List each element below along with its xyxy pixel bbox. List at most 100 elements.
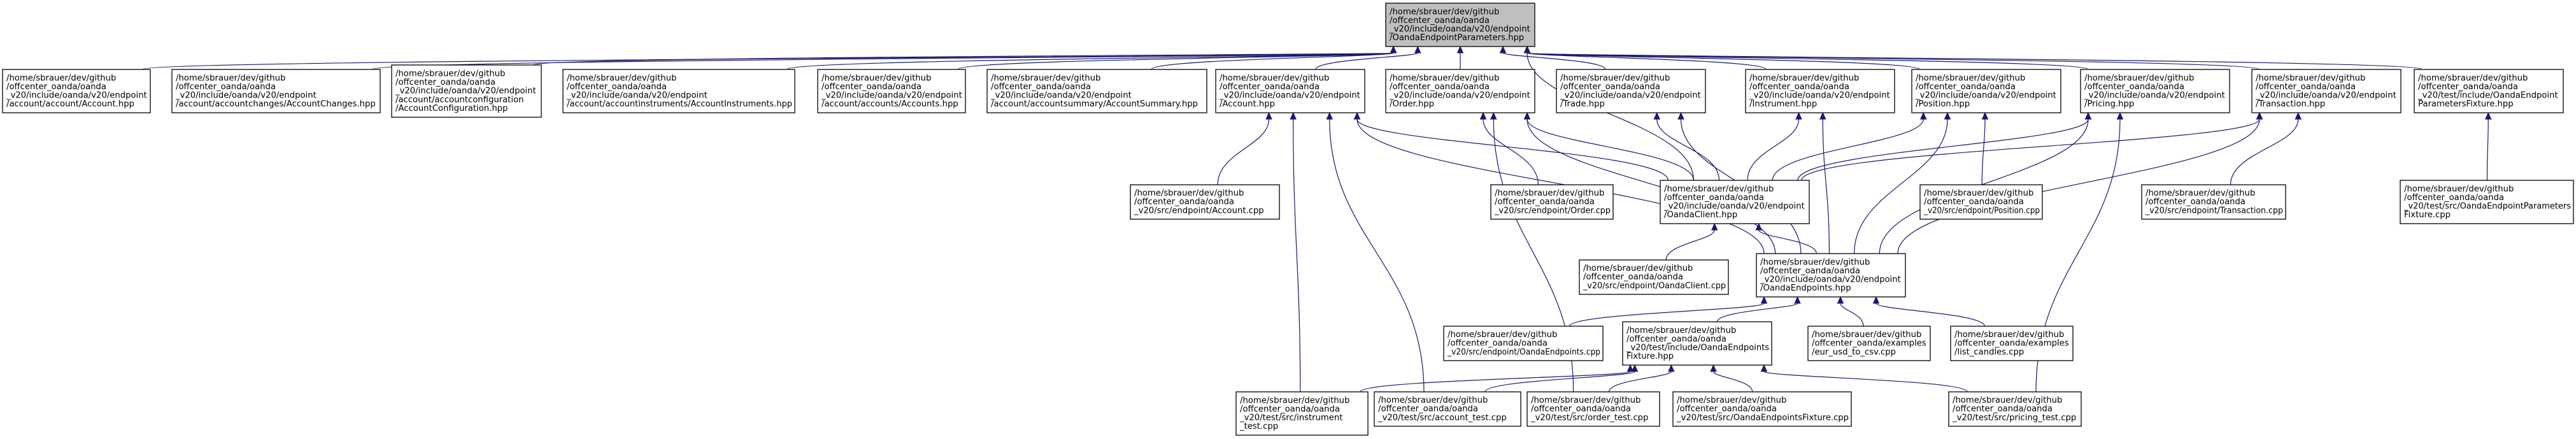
node-oandaclient-cpp[interactable]: /home/sbrauer/dev/github/offcenter_oanda… [1579, 259, 1729, 295]
node-label-line: _v20/src/endpoint/OandaEndpoints.cpp [1447, 347, 1600, 357]
node-order-hpp[interactable]: /home/sbrauer/dev/github/offcenter_oanda… [1385, 69, 1535, 113]
node-box[interactable] [2080, 69, 2230, 113]
node-box[interactable] [1919, 184, 2043, 220]
node-instrument-hpp[interactable]: /home/sbrauer/dev/github/offcenter_oanda… [1745, 69, 1895, 113]
edge-arrowhead [1981, 112, 1989, 120]
node-transaction-cpp[interactable]: /home/sbrauer/dev/github/offcenter_oanda… [2141, 184, 2286, 220]
node-box[interactable] [1385, 69, 1535, 113]
node-box[interactable] [562, 69, 795, 113]
node-label-line: /account/accountchanges/AccountChanges.h… [176, 99, 376, 109]
node-box[interactable] [1622, 321, 1772, 366]
node-box[interactable] [1950, 326, 2074, 361]
node-label-line: /offcenter_oanda/oanda [1953, 405, 2053, 414]
node-label-line: _v20/src/endpoint/OandaClient.cpp [1583, 281, 1726, 291]
node-box[interactable] [2141, 184, 2286, 220]
node-box[interactable] [1235, 391, 1369, 436]
node-accountinstruments-hpp[interactable]: /home/sbrauer/dev/github/offcenter_oanda… [562, 69, 795, 113]
dependency-edge [1315, 52, 1418, 70]
node-endpointparametersfixture-hpp[interactable]: /home/sbrauer/dev/github/offcenter_oanda… [2414, 69, 2564, 113]
node-label-line: /offcenter_oanda/oanda [1560, 82, 1660, 92]
node-label-line: /offcenter_oanda/oanda [1916, 82, 2016, 92]
node-box[interactable] [1660, 180, 1810, 224]
node-box[interactable] [2, 69, 151, 113]
node-box[interactable] [1490, 184, 1614, 220]
node-box[interactable] [1526, 391, 1660, 427]
node-box[interactable] [1556, 69, 1706, 113]
node-box[interactable] [1756, 253, 1906, 298]
node-list-candles-cpp[interactable]: /home/sbrauer/dev/github/offcenter_oanda… [1950, 326, 2074, 361]
node-box[interactable] [1911, 69, 2061, 113]
node-account-hpp[interactable]: /home/sbrauer/dev/github/offcenter_oanda… [1215, 69, 1365, 113]
node-eur-usd-to-csv-cpp[interactable]: /home/sbrauer/dev/github/offcenter_oanda… [1807, 326, 1931, 361]
node-accountsummary-hpp[interactable]: /home/sbrauer/dev/github/offcenter_oanda… [986, 69, 1207, 113]
nodes-layer: /home/sbrauer/dev/github/offcenter_oanda… [2, 3, 2574, 436]
node-box[interactable] [2414, 69, 2564, 113]
node-label-line: /offcenter_oanda/examples [1812, 339, 1926, 349]
dependency-edge [1840, 303, 1864, 327]
node-label-line: /offcenter_oanda/oanda [1390, 82, 1490, 92]
node-box[interactable] [171, 69, 381, 113]
node-box[interactable] [1215, 69, 1365, 113]
node-label-line: /offcenter_oanda/examples [1954, 339, 2069, 349]
node-position-hpp[interactable]: /home/sbrauer/dev/github/offcenter_oanda… [1911, 69, 2061, 113]
node-oandaendpoints-cpp[interactable]: /home/sbrauer/dev/github/offcenter_oanda… [1443, 326, 1604, 361]
node-label-line: _v20/include/oanda/v20/endpoint [1560, 91, 1701, 101]
node-box[interactable] [391, 64, 542, 118]
node-root[interactable]: /home/sbrauer/dev/github/offcenter_oanda… [1385, 3, 1535, 47]
dependency-edge [1801, 119, 2260, 181]
node-box[interactable] [986, 69, 1207, 113]
node-box[interactable] [1948, 391, 2082, 427]
dependency-edge [1502, 52, 1606, 70]
node-order-cpp[interactable]: /home/sbrauer/dev/github/offcenter_oanda… [1490, 184, 1614, 220]
node-label-line: /home/sbrauer/dev/github [1664, 184, 1774, 194]
edge-arrowhead [1795, 112, 1802, 120]
node-accountconfiguration-hpp[interactable]: /home/sbrauer/dev/github/offcenter_oanda… [391, 64, 542, 118]
node-oandaendpoints-hpp[interactable]: /home/sbrauer/dev/github/offcenter_oanda… [1756, 253, 1906, 298]
node-oandaendpointsfixture-cpp[interactable]: /home/sbrauer/dev/github/offcenter_oanda… [1672, 391, 1852, 427]
node-box[interactable] [1443, 326, 1604, 361]
node-account-test-cpp[interactable]: /home/sbrauer/dev/github/offcenter_oanda… [1374, 391, 1521, 427]
node-label-line: _v20/include/oanda/v20/endpoint [1760, 275, 1901, 285]
node-account-account-hpp[interactable]: /home/sbrauer/dev/github/offcenter_oanda… [2, 69, 151, 113]
node-label-line: /home/sbrauer/dev/github [1953, 396, 2062, 405]
node-label-line: _v20/src/endpoint/Position.cpp [1923, 206, 2040, 215]
node-box[interactable] [817, 69, 966, 113]
node-pricing-test-cpp[interactable]: /home/sbrauer/dev/github/offcenter_oanda… [1948, 391, 2082, 427]
node-box[interactable] [1130, 184, 1280, 220]
node-endpointparametersfixture-cpp[interactable]: /home/sbrauer/dev/github/offcenter_oanda… [2400, 180, 2574, 224]
node-accounts-hpp[interactable]: /home/sbrauer/dev/github/offcenter_oanda… [817, 69, 966, 113]
node-box[interactable] [1385, 3, 1535, 47]
node-instrument-test-cpp[interactable]: /home/sbrauer/dev/github/offcenter_oanda… [1235, 391, 1369, 436]
node-box[interactable] [2400, 180, 2574, 224]
node-oandaclient-hpp[interactable]: /home/sbrauer/dev/github/offcenter_oanda… [1660, 180, 1810, 224]
edge-arrowhead [1490, 112, 1497, 120]
dependency-edge [1526, 52, 1767, 70]
node-box[interactable] [1672, 391, 1852, 427]
node-box[interactable] [1807, 326, 1931, 361]
edge-arrowhead [1755, 222, 1763, 231]
node-order-test-cpp[interactable]: /home/sbrauer/dev/github/offcenter_oanda… [1526, 391, 1660, 427]
edge-arrowhead [2256, 112, 2263, 120]
node-label-line: /home/sbrauer/dev/github [2256, 73, 2365, 83]
node-trade-hpp[interactable]: /home/sbrauer/dev/github/offcenter_oanda… [1556, 69, 1706, 113]
node-label-line: _v20/test/src/order_test.cpp [1530, 413, 1648, 422]
node-label-line: _v20/test/include/OandaEndpoint [2417, 91, 2558, 101]
node-oandaendpointsfixture-hpp[interactable]: /home/sbrauer/dev/github/offcenter_oanda… [1622, 321, 1772, 366]
edge-arrowhead [1760, 364, 1768, 372]
node-position-cpp[interactable]: /home/sbrauer/dev/github/offcenter_oanda… [1919, 184, 2043, 220]
node-box[interactable] [1374, 391, 1521, 427]
dependency-edge [1822, 119, 1830, 254]
node-label-line: /home/sbrauer/dev/github [6, 73, 116, 83]
node-pricing-hpp[interactable]: /home/sbrauer/dev/github/offcenter_oanda… [2080, 69, 2230, 113]
node-label-line: /offcenter_oanda/oanda [2404, 193, 2504, 203]
node-box[interactable] [2251, 69, 2402, 113]
edge-arrowhead [1523, 112, 1531, 120]
node-label-line: /home/sbrauer/dev/github [1378, 396, 1488, 405]
node-accountchanges-hpp[interactable]: /home/sbrauer/dev/github/offcenter_oanda… [171, 69, 381, 113]
node-label-line: /home/sbrauer/dev/github [822, 73, 931, 83]
node-box[interactable] [1745, 69, 1895, 113]
node-account-cpp[interactable]: /home/sbrauer/dev/github/offcenter_oanda… [1130, 184, 1280, 220]
dependency-edge [957, 52, 1394, 70]
node-box[interactable] [1579, 259, 1729, 295]
node-transaction-hpp[interactable]: /home/sbrauer/dev/github/offcenter_oanda… [2251, 69, 2402, 113]
